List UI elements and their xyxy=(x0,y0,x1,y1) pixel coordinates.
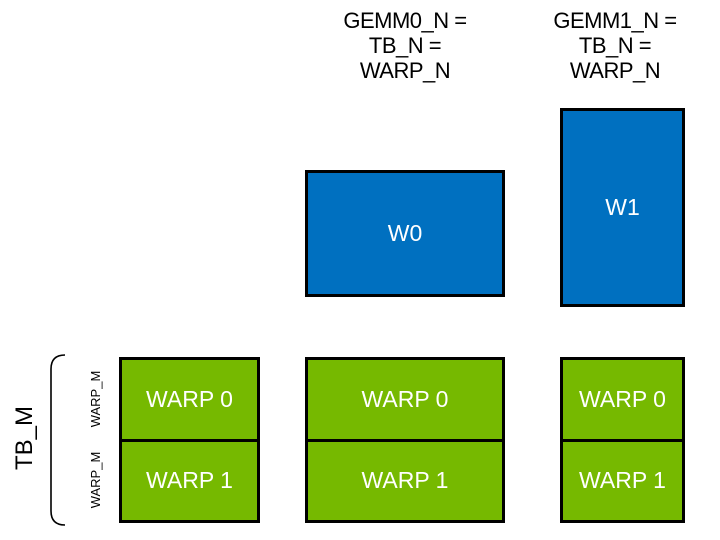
accumulator-label: W1 xyxy=(605,194,640,220)
warp-cell: WARP 1 xyxy=(563,438,682,520)
warp-cell: WARP 0 xyxy=(122,360,257,439)
column-header-gemm1: GEMM1_N = TB_N = WARP_N xyxy=(545,8,685,83)
warp-tile-column-2: WARP 0 WARP 1 xyxy=(560,357,685,523)
accumulator-box-w0: W0 xyxy=(305,170,505,297)
column-header-gemm0: GEMM0_N = TB_N = WARP_N xyxy=(295,8,515,83)
header-line: TB_N = xyxy=(578,33,652,58)
warp-cell: WARP 0 xyxy=(563,360,682,439)
header-line: TB_N = xyxy=(368,33,442,58)
header-line: WARP_N xyxy=(569,58,661,83)
header-line: GEMM1_N = xyxy=(553,8,677,33)
accumulator-box-w1: W1 xyxy=(560,108,685,307)
accumulator-label: W0 xyxy=(387,220,423,246)
warp-cell: WARP 0 xyxy=(308,360,502,439)
warp-cell: WARP 1 xyxy=(122,438,257,520)
header-line: GEMM0_N = xyxy=(343,8,467,33)
header-line: WARP_N xyxy=(359,58,451,83)
warp-cell: WARP 1 xyxy=(308,438,502,520)
warp-tile-column-1: WARP 0 WARP 1 xyxy=(305,357,505,523)
left-bracket-icon xyxy=(50,354,66,526)
warp-m-label-row0: WARP_M xyxy=(87,370,103,428)
warp-tile-column-0: WARP 0 WARP 1 xyxy=(119,357,260,523)
warp-m-label-row1: WARP_M xyxy=(87,451,103,509)
